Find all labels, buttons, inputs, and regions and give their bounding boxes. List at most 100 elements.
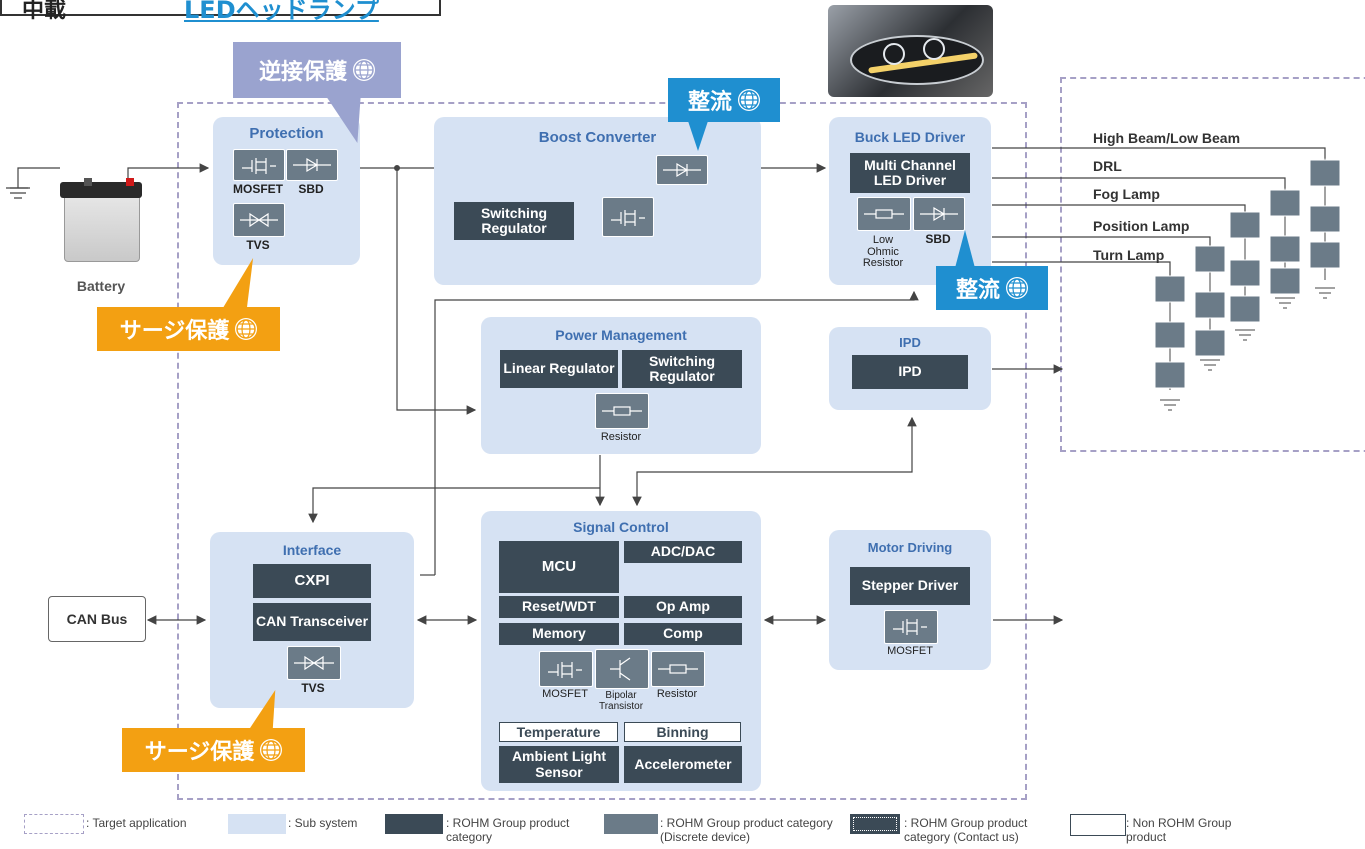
power-title: Power Management [555,327,687,343]
ambient-light-sensor[interactable]: Ambient Light Sensor [499,746,619,783]
callout-rectify-1-pointer [688,121,708,151]
signal-control-block: Signal Control MCU ADC/DAC Reset/WDT Op … [481,511,761,791]
motor-driving-block: Motor Driving Stepper Driver MOSFET [829,530,991,670]
boost-diode-icon[interactable] [656,155,708,185]
reset-wdt[interactable]: Reset/WDT [499,596,619,618]
power-resistor-icon[interactable] [595,393,649,429]
legend-sub-label: : Sub system [288,816,358,830]
protection-block: Protection MOSFET SBD TVS [213,117,360,265]
power-switching-regulator[interactable]: Switching Regulator [622,350,742,388]
callout-reverse-text: 逆接保護 [258,60,347,85]
linear-regulator[interactable]: Linear Regulator [500,350,618,388]
bipolar-transistor-icon[interactable] [595,649,649,689]
callout-surge-1[interactable]: サージ保護 [97,307,280,351]
protection-sbd-label: SBD [298,182,324,196]
boost-mosfet-icon[interactable] [602,197,654,237]
led-strings [1154,158,1340,411]
stepper-driver[interactable]: Stepper Driver [850,567,970,605]
mcu[interactable]: MCU [499,541,619,593]
interface-tvs-icon[interactable] [287,646,341,680]
binning[interactable]: Binning [624,722,741,742]
signal-mosfet-label: MOSFET [542,688,588,700]
buck-sbd-icon[interactable] [913,197,965,231]
callout-rectify-1-text: 整流 [687,90,732,115]
legend-discrete-swatch [604,814,658,834]
ipd-item[interactable]: IPD [852,355,968,389]
temperature[interactable]: Temperature [499,722,618,742]
callout-rectify-2-text: 整流 [955,278,1000,303]
boost-switching-regulator[interactable]: Switching Regulator [454,202,574,240]
accelerometer[interactable]: Accelerometer [624,746,742,783]
callout-surge-1-text: サージ保護 [119,319,230,344]
adc-dac[interactable]: ADC/DAC [624,541,742,563]
multi-channel-led-driver[interactable]: Multi Channel LED Driver [850,153,970,193]
cxpi[interactable]: CXPI [253,564,371,598]
callout-surge-2-text: サージ保護 [144,740,255,765]
callout-rectify-2-pointer [955,230,975,268]
tvs-icon[interactable] [233,203,285,237]
legend-sub-swatch [228,814,286,834]
header-box: 中載 LEDヘッドランプ [0,0,441,24]
motor-title: Motor Driving [867,540,953,555]
legend-non-label: : Non ROHM Group product [1126,816,1232,844]
protection-title: Protection [249,125,324,142]
legend-contact-swatch [850,814,900,834]
legend-rohm-swatch [385,814,443,834]
buck-sbd-label: SBD [925,232,951,246]
motor-mosfet-icon[interactable] [884,610,938,644]
legend-non-swatch [1070,814,1126,836]
interface-block: Interface CXPI CAN Transceiver TVS [210,532,414,708]
signal-title: Signal Control [573,519,669,535]
signal-mosfet-icon[interactable] [539,651,593,687]
interface-title: Interface [282,542,342,558]
legend-target-label: : Target application [86,816,187,830]
signal-resistor-icon[interactable] [651,651,705,687]
bipolar-label: Bipolar Transistor [598,690,644,712]
battery-icon [60,178,142,264]
can-bus-box[interactable]: CAN Bus [48,596,146,642]
motor-mosfet-label: MOSFET [887,645,933,657]
interface-tvs-label: TVS [301,681,325,695]
power-resistor-label: Resistor [600,431,642,443]
globe-icon [738,89,760,111]
lamp-turn: Turn Lamp [1093,247,1165,263]
legend-target-swatch [24,814,84,834]
header-link[interactable]: LEDヘッドランプ [184,0,379,24]
legend-rohm-label: : ROHM Group product category [446,816,570,844]
mosfet-icon[interactable] [233,149,285,181]
boost-converter-block: Boost Converter Switching Regulator [434,117,761,285]
headlamp-image [828,5,993,97]
globe-icon [1006,277,1028,299]
lamp-fog: Fog Lamp [1093,186,1160,202]
lamp-high-low-beam: High Beam/Low Beam [1093,130,1241,146]
globe-icon [260,739,283,761]
battery-label: Battery [76,278,126,294]
ipd-block: IPD IPD [829,327,991,410]
header-left-label: 中載 [22,0,67,23]
legend-contact-label: : ROHM Group product category (Contact u… [904,816,1028,844]
callout-reverse-protection[interactable]: 逆接保護 [233,42,401,98]
sbd-diode-icon[interactable] [286,149,338,181]
signal-resistor-label: Resistor [656,688,698,700]
buck-title: Buck LED Driver [854,129,966,145]
low-ohmic-resistor-icon[interactable] [857,197,911,231]
legend-discrete-label: : ROHM Group product category (Discrete … [660,816,833,844]
comp[interactable]: Comp [624,623,742,645]
lamp-drl: DRL [1093,158,1122,174]
low-ohmic-label: Low Ohmic Resistor [862,234,904,270]
globe-icon [235,318,258,340]
op-amp[interactable]: Op Amp [624,596,742,618]
callout-surge-2[interactable]: サージ保護 [122,728,305,772]
protection-mosfet-label: MOSFET [233,182,283,196]
memory[interactable]: Memory [499,623,619,645]
target-application-frame [177,102,1027,800]
lamp-target-frame [1060,77,1365,452]
can-transceiver[interactable]: CAN Transceiver [253,603,371,641]
lamp-position: Position Lamp [1093,218,1190,234]
callout-rectify-1[interactable]: 整流 [668,78,780,122]
callout-rectify-2[interactable]: 整流 [936,266,1048,310]
globe-icon [353,59,375,81]
ipd-title: IPD [899,335,921,350]
power-management-block: Power Management Linear Regulator Switch… [481,317,761,454]
protection-tvs-label: TVS [246,238,270,252]
